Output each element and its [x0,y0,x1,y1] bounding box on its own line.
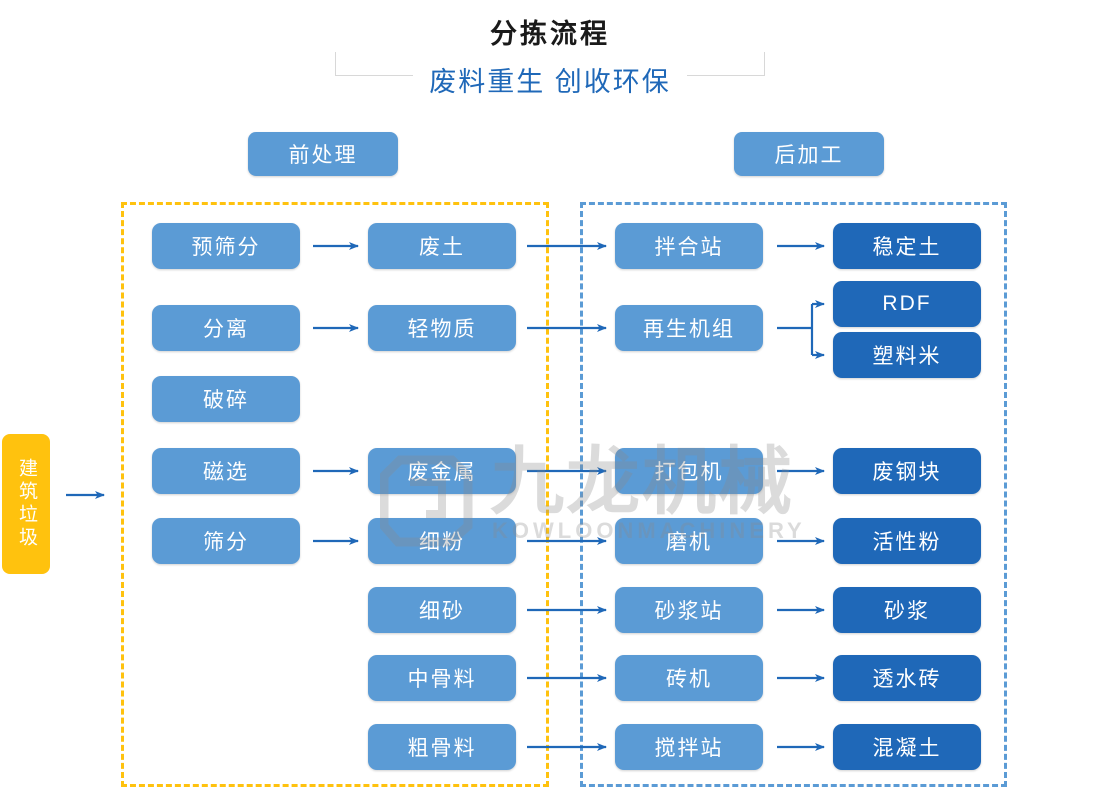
node-mortar: 砂浆 [833,587,981,633]
page-subtitle: 废料重生 创收环保 [0,62,1100,102]
node-concrete-station: 搅拌站 [615,724,763,770]
node-permeable-brick: 透水砖 [833,655,981,701]
stage-label-pretreatment: 前处理 [248,132,398,176]
node-active-powder: 活性粉 [833,518,981,564]
page-title-text: 分拣流程 [472,19,628,49]
page-title: 分拣流程 [0,16,1100,52]
node-screening: 筛分 [152,518,300,564]
node-concrete: 混凝土 [833,724,981,770]
node-fine-sand: 细砂 [368,587,516,633]
node-mixing-station: 拌合站 [615,223,763,269]
node-rdf: RDF [833,281,981,327]
node-plastic-pellets: 塑料米 [833,332,981,378]
input-label: 建筑垃圾 [16,458,37,550]
zone-postprocessing [580,202,1007,787]
node-light-material: 轻物质 [368,305,516,351]
node-stabilized-soil: 稳定土 [833,223,981,269]
node-scrap-steel-block: 废钢块 [833,448,981,494]
node-mortar-station: 砂浆站 [615,587,763,633]
node-coarse-aggregate: 粗骨料 [368,724,516,770]
node-fine-powder: 细粉 [368,518,516,564]
node-scrap-metal: 废金属 [368,448,516,494]
node-separation: 分离 [152,305,300,351]
node-recycling-unit: 再生机组 [615,305,763,351]
node-magnetic-separation: 磁选 [152,448,300,494]
node-baler: 打包机 [615,448,763,494]
zone-pretreatment [121,202,549,787]
input-construction-waste: 建筑垃圾 [2,434,50,574]
page-subtitle-text: 废料重生 创收环保 [413,67,687,97]
node-medium-aggregate: 中骨料 [368,655,516,701]
node-waste-soil: 废土 [368,223,516,269]
node-grinder: 磨机 [615,518,763,564]
node-crushing: 破碎 [152,376,300,422]
stage-label-postprocessing: 后加工 [734,132,884,176]
node-brick-machine: 砖机 [615,655,763,701]
node-prescreening: 预筛分 [152,223,300,269]
